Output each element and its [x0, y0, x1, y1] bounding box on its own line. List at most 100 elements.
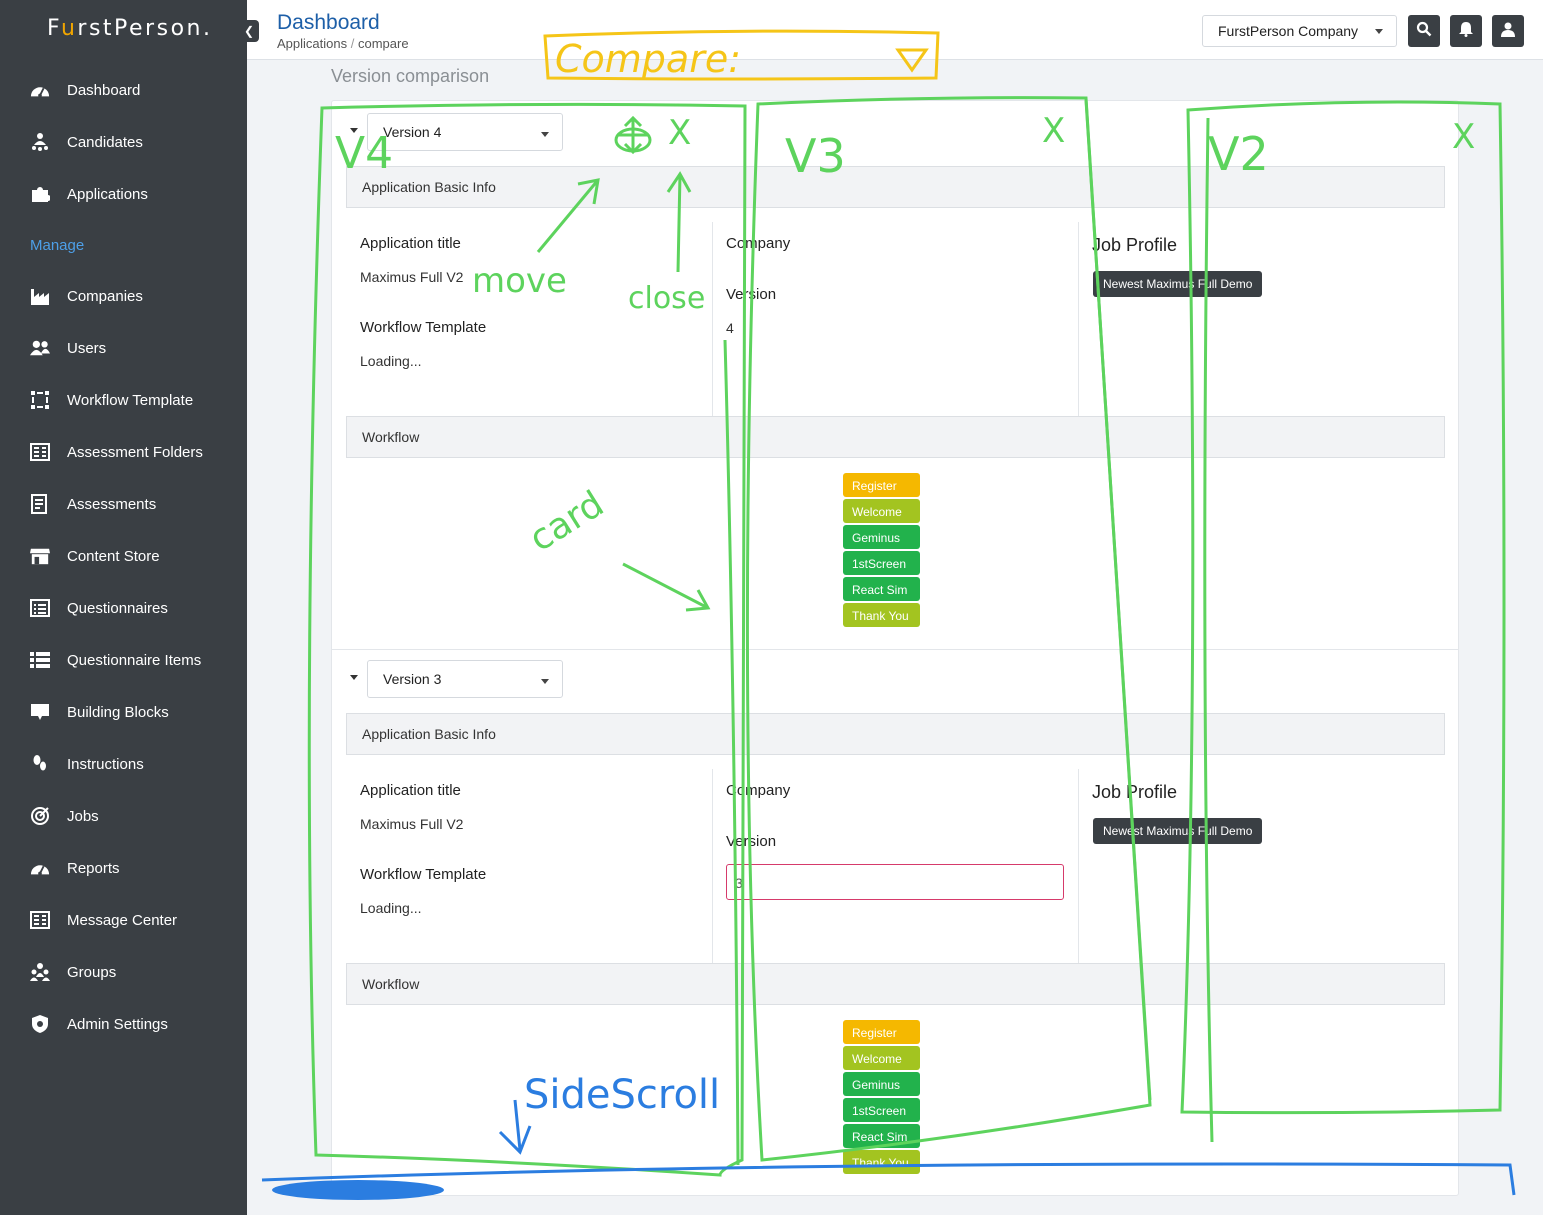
sidebar-item-label: Applications	[67, 185, 148, 203]
workflow-step[interactable]: Welcome	[843, 1046, 920, 1070]
job-profile-badge[interactable]: Newest Maximus Full Demo	[1093, 818, 1263, 844]
column-divider	[1078, 222, 1079, 417]
breadcrumb: Applications / compare	[277, 36, 409, 51]
workflow-step[interactable]: Geminus	[843, 1072, 920, 1096]
workflow-template-label: Workflow Template	[360, 866, 487, 883]
version-compare-card: Version 4 Application Basic Info Applica…	[331, 100, 1459, 1196]
list-icon	[30, 650, 50, 670]
user-icon	[1500, 21, 1516, 42]
search-button[interactable]	[1408, 15, 1440, 47]
workflow-step[interactable]: React Sim	[843, 1124, 920, 1148]
breadcrumb-parent[interactable]: Applications	[277, 36, 348, 51]
workflow-step[interactable]: Register	[843, 473, 920, 497]
column-divider	[712, 222, 713, 417]
sidebar-item-label: Instructions	[67, 755, 144, 773]
collapse-caret-icon[interactable]	[350, 128, 358, 133]
sidebar-item-companies[interactable]: Companies	[0, 276, 247, 316]
sidebar-item-assessment-folders[interactable]: Assessment Folders	[0, 432, 247, 472]
workflow-step[interactable]: Thank You	[843, 1150, 920, 1174]
blocks-icon	[30, 702, 50, 722]
workflow-step[interactable]: Welcome	[843, 499, 920, 523]
groups-icon	[30, 962, 50, 982]
sidebar-collapse-button[interactable]: ❮	[239, 20, 259, 42]
sidebar-item-content-store[interactable]: Content Store	[0, 536, 247, 576]
workflow-template-value: Loading...	[360, 353, 422, 369]
sidebar-item-assessments[interactable]: Assessments	[0, 484, 247, 524]
workflow-step[interactable]: React Sim	[843, 577, 920, 601]
app-title-value: Maximus Full V2	[360, 816, 464, 832]
version-select[interactable]: Version 3	[367, 660, 563, 698]
sidebar-item-label: Content Store	[67, 547, 160, 565]
sidebar-item-label: Message Center	[67, 911, 178, 929]
sidebar-item-label: Reports	[67, 859, 120, 877]
notifications-button[interactable]	[1450, 15, 1482, 47]
page-subtitle: Version comparison	[331, 66, 490, 86]
sidebar-item-groups[interactable]: Groups	[0, 952, 247, 992]
sidebar-item-admin-settings[interactable]: Admin Settings	[0, 1004, 247, 1044]
workflow-header: Workflow	[346, 416, 1445, 458]
sidebar-item-reports[interactable]: Reports	[0, 848, 247, 888]
workflow-step[interactable]: 1stScreen	[843, 551, 920, 575]
sidebar-item-jobs[interactable]: Jobs	[0, 796, 247, 836]
sidebar-item-instructions[interactable]: Instructions	[0, 744, 247, 784]
sidebar-item-applications[interactable]: Applications	[0, 174, 247, 214]
version-input[interactable]: 3	[726, 864, 1064, 900]
sidebar: FurstPerson. Dashboard Candidates Applic…	[0, 0, 247, 1215]
message-icon	[30, 910, 50, 930]
workflow-step[interactable]: Geminus	[843, 525, 920, 549]
version-label: Version	[726, 833, 777, 850]
sidebar-item-questionnaire-items[interactable]: Questionnaire Items	[0, 640, 247, 680]
shield-gear-icon	[30, 1014, 50, 1034]
workflow-step[interactable]: Register	[843, 1020, 920, 1044]
app-title-label: Application title	[360, 235, 461, 252]
workflow-step[interactable]: Thank You	[843, 603, 920, 627]
app-title-label: Application title	[360, 782, 461, 799]
target-icon	[30, 806, 50, 826]
job-profile-badge[interactable]: Newest Maximus Full Demo	[1093, 271, 1263, 297]
sidebar-item-label: Jobs	[67, 807, 99, 825]
sidebar-item-questionnaires[interactable]: Questionnaires	[0, 588, 247, 628]
page-title: Dashboard	[277, 11, 380, 34]
breadcrumb-current: compare	[357, 36, 409, 51]
folders-icon	[30, 442, 50, 462]
candidates-icon	[30, 132, 50, 152]
brand-logo[interactable]: FurstPerson.	[47, 16, 212, 41]
brand-suffix: rstPerson.	[77, 16, 213, 41]
sidebar-section-manage: Manage	[30, 237, 85, 254]
sidebar-item-candidates[interactable]: Candidates	[0, 122, 247, 162]
sidebar-item-dashboard[interactable]: Dashboard	[0, 70, 247, 110]
workflow-header: Workflow	[346, 963, 1445, 1005]
brand-prefix: F	[47, 16, 61, 41]
chevron-left-icon: ❮	[243, 24, 255, 38]
workflow-step[interactable]: 1stScreen	[843, 1098, 920, 1122]
job-profile-heading: Job Profile	[1092, 235, 1178, 255]
version-label: Version	[726, 286, 777, 303]
sidebar-item-label: Assessments	[67, 495, 157, 513]
sidebar-item-label: Questionnaires	[67, 599, 168, 617]
brand-accent: u	[60, 16, 78, 41]
version-block-3: Version 3 Application Basic Info Applica…	[332, 649, 1458, 1195]
app-title-value: Maximus Full V2	[360, 269, 464, 285]
sidebar-item-building-blocks[interactable]: Building Blocks	[0, 692, 247, 732]
reports-gauge-icon	[30, 858, 50, 878]
company-label: Company	[726, 235, 791, 252]
chevron-down-icon	[541, 132, 549, 137]
puzzle-icon	[30, 184, 50, 204]
company-label: Company	[726, 782, 791, 799]
job-profile-heading: Job Profile	[1092, 782, 1178, 802]
sidebar-item-message-center[interactable]: Message Center	[0, 900, 247, 940]
collapse-caret-icon[interactable]	[350, 675, 358, 680]
breadcrumb-separator: /	[350, 36, 355, 51]
sidebar-item-label: Users	[67, 339, 107, 357]
top-header: Dashboard Applications / compare FurstPe…	[247, 0, 1543, 60]
version-select[interactable]: Version 4	[367, 113, 563, 151]
sidebar-item-workflow-template[interactable]: Workflow Template	[0, 380, 247, 420]
sidebar-item-label: Admin Settings	[67, 1015, 168, 1033]
version-block-4: Version 4 Application Basic Info Applica…	[332, 101, 1458, 649]
list-alt-icon	[30, 598, 50, 618]
user-menu-button[interactable]	[1492, 15, 1524, 47]
sidebar-item-label: Questionnaire Items	[67, 651, 202, 669]
sidebar-item-users[interactable]: Users	[0, 328, 247, 368]
assessment-icon	[30, 494, 50, 514]
company-select[interactable]: FurstPerson Company	[1202, 15, 1397, 47]
